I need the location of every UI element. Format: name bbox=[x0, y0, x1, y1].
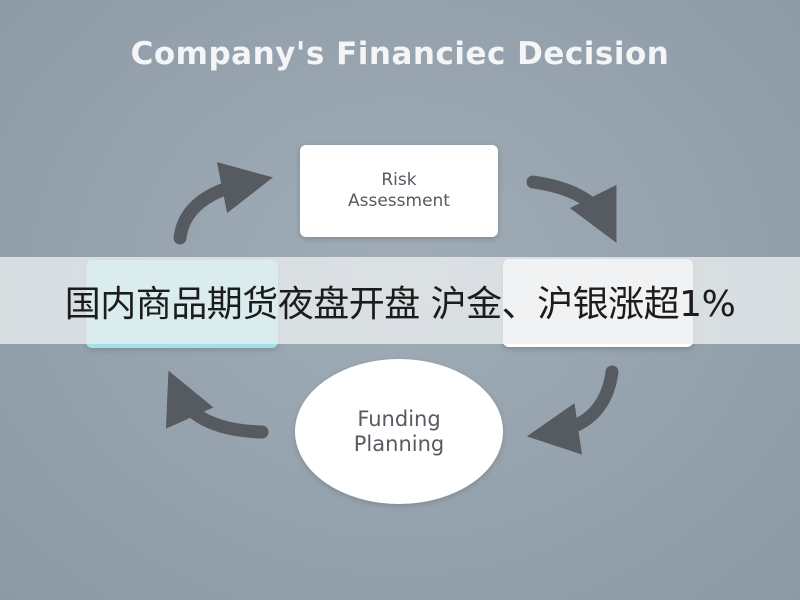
headline-banner bbox=[0, 257, 800, 344]
arrow-top-right bbox=[526, 175, 617, 243]
arrow-bottom-left bbox=[165, 370, 269, 439]
arrow-top-left bbox=[173, 162, 273, 245]
funding-node-line1: Funding bbox=[357, 406, 441, 431]
arrow-bottom-right bbox=[526, 365, 619, 455]
funding-planning-node: Funding Planning bbox=[295, 359, 503, 504]
funding-node-line2: Planning bbox=[353, 431, 445, 456]
diagram-title: Company's Financiec Decision bbox=[130, 36, 670, 72]
headline-text: 国内商品期货夜盘开盘 沪金、沪银涨超1% bbox=[64, 283, 736, 325]
risk-assessment-node: Risk Assessment bbox=[300, 145, 498, 237]
risk-node-line1: Risk bbox=[381, 170, 417, 190]
risk-node-line2: Assessment bbox=[348, 191, 450, 211]
